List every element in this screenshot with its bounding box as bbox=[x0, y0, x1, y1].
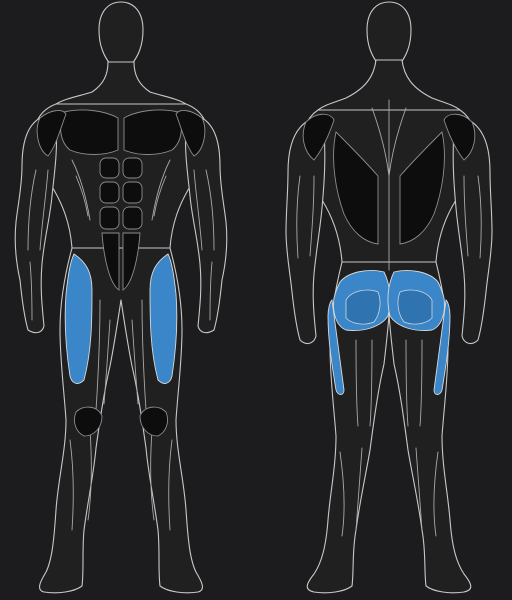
front-obliques bbox=[71, 159, 171, 221]
back-glute-inner-right bbox=[397, 289, 433, 325]
back-tensor-fasciae-latae-left bbox=[327, 299, 345, 395]
back-leg-lines bbox=[339, 339, 439, 537]
front-arm-lines bbox=[27, 169, 215, 321]
front-legs bbox=[38, 247, 204, 594]
back-tensor-fasciae-latae-right bbox=[433, 299, 451, 395]
back-arm-lines bbox=[296, 175, 482, 259]
back-lats bbox=[333, 131, 445, 245]
front-knees bbox=[73, 406, 169, 437]
back-view bbox=[285, 1, 493, 594]
back-legs bbox=[306, 261, 472, 594]
front-abs bbox=[99, 157, 143, 291]
front-leg-lines bbox=[69, 299, 173, 531]
front-abductor-left bbox=[64, 253, 93, 384]
back-arm-left bbox=[285, 121, 326, 345]
back-deltoids bbox=[302, 113, 476, 161]
front-abductor-right bbox=[149, 253, 178, 384]
front-neck bbox=[55, 61, 187, 105]
front-view bbox=[14, 1, 228, 594]
front-deltoids bbox=[36, 110, 206, 157]
back-arm-right bbox=[452, 121, 493, 345]
front-arm-left bbox=[14, 117, 58, 334]
front-arm-right bbox=[184, 117, 228, 334]
back-glute-inner-left bbox=[345, 289, 381, 325]
front-pectorals bbox=[60, 109, 182, 155]
back-spine bbox=[371, 99, 407, 271]
